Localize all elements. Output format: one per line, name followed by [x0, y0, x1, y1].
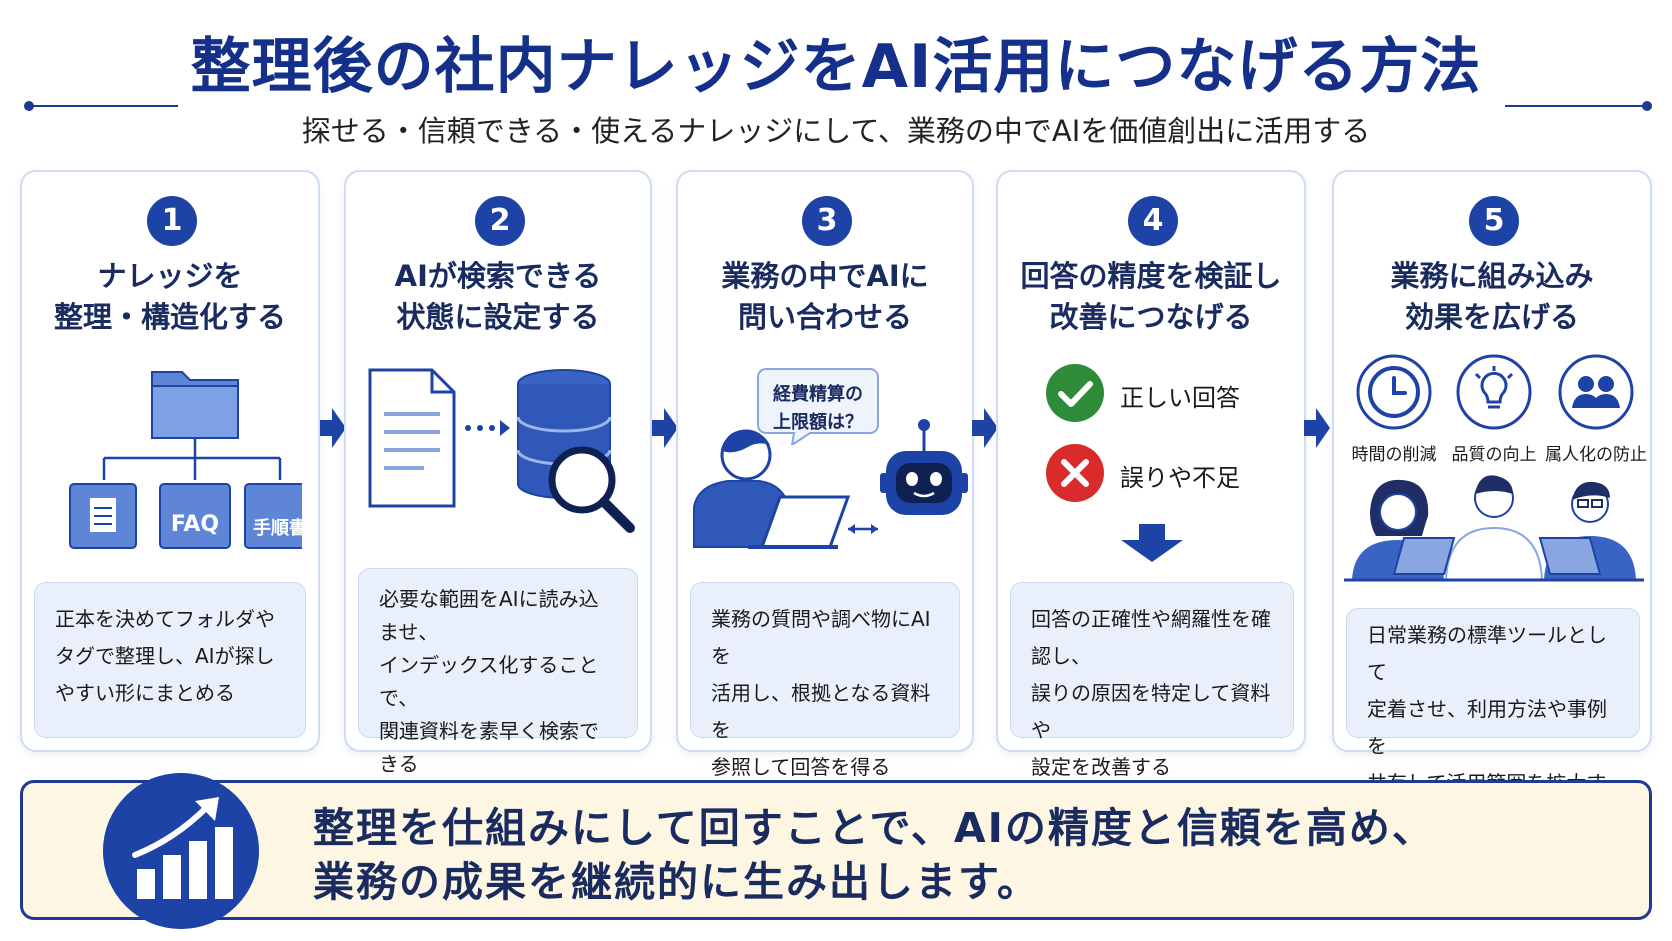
arrow-down-icon: [1121, 524, 1183, 562]
title-rule-right: [1505, 105, 1647, 107]
lightbulb-icon: [1456, 354, 1532, 430]
step-card-5: 5 業務に組み込み 効果を広げる 時間の削減 品質の向上 属人化の防止: [1332, 170, 1652, 832]
step-title: AIが検索できる 状態に設定する: [394, 259, 602, 334]
step-card-4: 4 回答の精度を検証し 改善につなげる 正しい回答 誤りや不足 回答の正確性や網…: [996, 170, 1306, 779]
team-at-work-illustration: [1344, 475, 1644, 582]
step-card-1: 1 ナレッジを 整理・構造化する FAQ 手順書 正本を決めてフォルダや タグで…: [20, 170, 320, 752]
step-title: ナレッジを 整理・構造化する: [53, 259, 286, 334]
arrow-right-icon: [320, 408, 346, 448]
step-title: 回答の精度を検証し 改善につなげる: [1020, 259, 1282, 334]
summary-line-2: 業務の成果を継続的に生み出します。: [313, 858, 1040, 906]
page-title: 整理後の社内ナレッジをAI活用につなげる方法: [190, 32, 1482, 102]
team-icon: [1558, 354, 1634, 430]
document-folder-icon: [69, 483, 137, 549]
robot-icon: [880, 419, 968, 515]
arrow-right-icon: [1304, 408, 1330, 448]
magnifier-icon: [548, 446, 635, 533]
folder-tree-illustration: [69, 371, 302, 549]
step-number: 1: [147, 196, 197, 246]
benefit-label: 時間の削減: [1351, 445, 1437, 465]
faq-label: FAQ: [170, 512, 220, 537]
index-illustration: [368, 368, 635, 533]
bubble-line-1: 経費精算の: [773, 384, 863, 405]
title-rule-left: [28, 105, 178, 107]
step-title: 業務の中でAIに 問い合わせる: [721, 259, 929, 334]
step-number: 3: [802, 196, 852, 246]
clock-icon: [1356, 354, 1432, 430]
faq-folder-icon: [159, 483, 231, 549]
growth-chart-icon: [103, 773, 259, 929]
step-card-3: 3 業務の中でAIに 問い合わせる 経費精算の 上限額は？: [676, 170, 974, 779]
step-description: 業務の質問や調べ物にAIを 活用し、根拠となる資料を 参照して回答を得る: [690, 582, 960, 779]
summary-banner: 整理を仕組みにして回すことで、AIの精度と信頼を高め、 業務の成果を継続的に生み…: [20, 773, 1652, 929]
bubble-line-2: 上限額は？: [773, 412, 863, 433]
arrow-right-icon: [972, 408, 998, 448]
rule-dot: [24, 101, 34, 111]
man-center-icon: [1444, 475, 1544, 581]
laptop-icon: [748, 495, 851, 549]
correct-answer-label: 正しい回答: [1120, 384, 1240, 412]
manual-folder-icon: [244, 483, 302, 549]
step-description: 正本を決めてフォルダや タグで整理し、AIが探し やすい形にまとめる: [34, 582, 306, 738]
manual-label: 手順書: [253, 518, 307, 539]
summary-line-1: 整理を仕組みにして回すことで、AIの精度と信頼を高め、: [313, 804, 1435, 852]
benefit-label: 品質の向上: [1451, 445, 1537, 465]
step-card-2: 2 AIが検索できる 状態に設定する 必要な範囲をAIに読み込ませ、 インデ: [344, 170, 652, 809]
check-circle-icon: [1046, 364, 1104, 422]
summary-text: 整理を仕組みにして回すことで、AIの精度と信頼を高め、 業務の成果を継続的に生み…: [313, 801, 1435, 909]
step-number: 4: [1128, 196, 1178, 246]
arrow-right-icon: [652, 408, 678, 448]
folder-icon: [151, 371, 239, 439]
speech-bubble-icon: [757, 368, 879, 445]
dotted-arrow-icon: [465, 420, 510, 436]
page-subtitle: 探せる・信頼できる・使えるナレッジにして、業務の中でAIを価値創出に活用する: [301, 114, 1371, 148]
person-laptop-illustration: [693, 419, 968, 549]
benefit-label: 属人化の防止: [1545, 445, 1647, 465]
error-circle-icon: [1046, 444, 1104, 502]
step-number: 5: [1469, 196, 1519, 246]
step-number: 2: [475, 196, 525, 246]
document-icon: [368, 368, 456, 508]
step-title: 業務に組み込み 効果を広げる: [1390, 259, 1594, 334]
laptop-icon: [1392, 537, 1602, 575]
wrong-answer-label: 誤りや不足: [1120, 464, 1240, 492]
step-description: 必要な範囲をAIに読み込ませ、 インデックス化することで、 関連資料を素早く検索…: [358, 568, 638, 809]
step-description: 回答の正確性や網羅性を確認し、 誤りの原因を特定して資料や 設定を改善する: [1010, 582, 1294, 779]
step-description: 日常業務の標準ツールとして 定着させ、利用方法や事例を 共有して活用範囲を拡大す…: [1346, 608, 1640, 832]
bidirectional-arrow-icon: [848, 524, 878, 534]
rule-dot: [1642, 101, 1652, 111]
